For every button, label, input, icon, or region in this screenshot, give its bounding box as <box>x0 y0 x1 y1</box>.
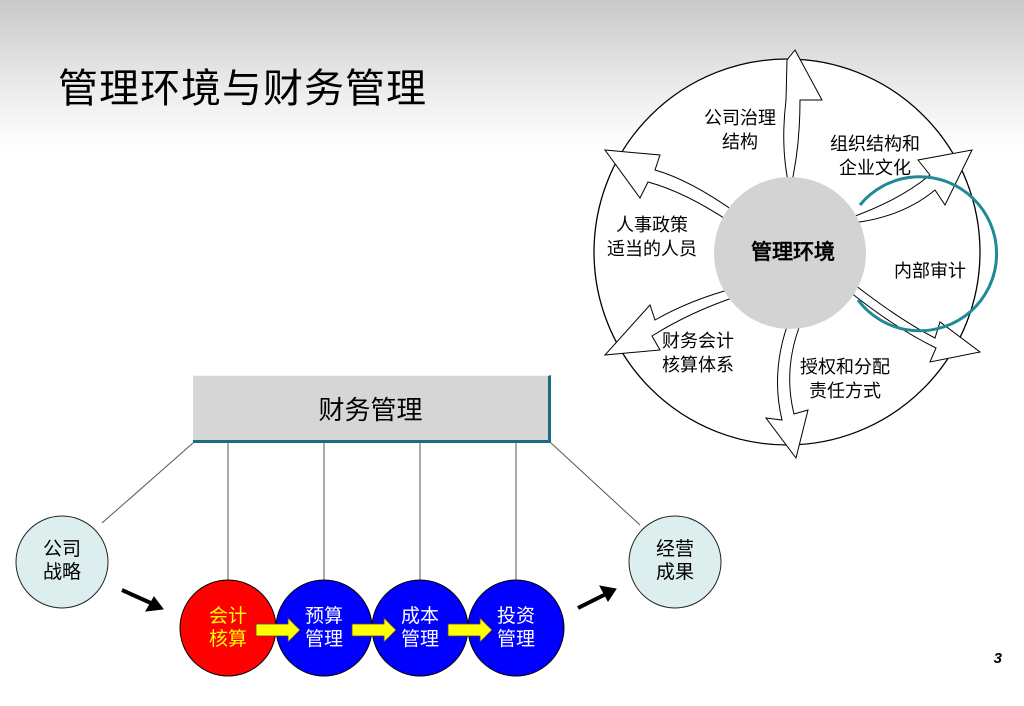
step-investment-label: 投资管理 <box>496 605 535 650</box>
arrow-lower-right <box>849 284 982 363</box>
output-arrowhead <box>599 585 617 602</box>
page-number: 3 <box>993 650 1002 667</box>
segment-hr-policy: 人事政策适当的人员 <box>607 215 697 260</box>
step-accounting-label: 会计核算 <box>208 605 247 650</box>
flow-arrow-3 <box>447 617 493 643</box>
flow-arrows <box>255 617 493 643</box>
results-label: 经营成果 <box>655 538 694 583</box>
hub-label: 管理环境 <box>751 240 835 264</box>
segment-accounting-system: 财务会计核算体系 <box>662 331 734 376</box>
strategy-label: 公司战略 <box>42 538 81 583</box>
step-cost-label: 成本管理 <box>400 605 439 650</box>
slide-title: 管理环境与财务管理 <box>58 66 427 112</box>
connector-left <box>101 442 194 524</box>
step-budget-label: 预算管理 <box>304 605 343 650</box>
input-arrowhead <box>145 596 164 612</box>
results-node <box>628 515 722 609</box>
strategy-node <box>15 515 109 609</box>
arrow-bottom <box>764 317 809 460</box>
environment-hub <box>714 177 866 329</box>
flow-arrow-1 <box>255 617 301 643</box>
connector-lines <box>101 442 641 597</box>
output-arrow-line <box>577 592 607 610</box>
finance-management-box: 财务管理 <box>193 375 551 443</box>
segment-organization: 组织结构和企业文化 <box>830 134 920 179</box>
environment-arrows <box>603 49 982 460</box>
arrow-upper-left <box>603 149 736 223</box>
segment-audit: 内部审计 <box>894 261 966 282</box>
arrow-upper-right <box>848 149 973 223</box>
segment-governance: 公司治理结构 <box>704 108 776 153</box>
flow-arrow-2 <box>351 617 397 643</box>
input-arrow-line <box>121 588 154 606</box>
connector-right <box>550 442 641 526</box>
segment-authorization: 授权和分配责任方式 <box>800 357 890 402</box>
hub-accent-arc <box>856 175 999 333</box>
arrow-lower-left <box>603 287 739 356</box>
input-output-arrows <box>121 585 617 612</box>
